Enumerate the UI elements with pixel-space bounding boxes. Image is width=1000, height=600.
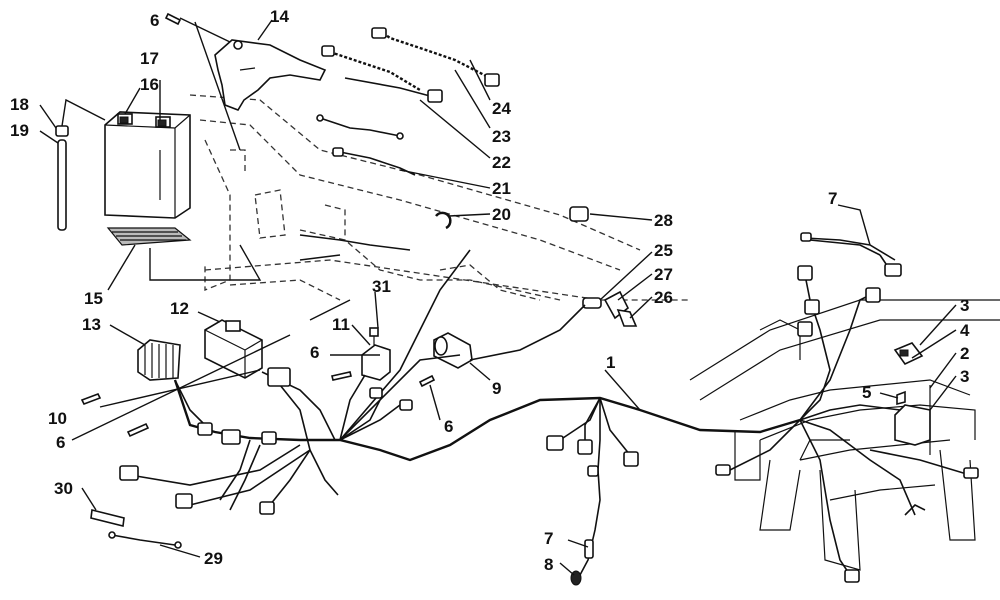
spark-plug-cap-assembly: [582, 290, 638, 327]
relay: [361, 327, 391, 381]
battery-vent-tube: [55, 98, 106, 231]
cdi-unit: [204, 319, 263, 379]
ignition-coil: [433, 332, 473, 369]
callout-10: 10: [48, 409, 67, 428]
callout-6-cdi: 6: [56, 433, 65, 452]
callout-25: 25: [654, 241, 673, 260]
callout-21: 21: [492, 179, 511, 198]
callout-22: 22: [492, 153, 511, 172]
callout-12: 12: [170, 299, 189, 318]
callout-17: 17: [140, 49, 159, 68]
callout-15: 15: [84, 289, 103, 308]
leader-lines: [39, 17, 957, 576]
callout-3-top: 3: [960, 296, 969, 315]
callout-6-coil: 6: [444, 417, 453, 436]
callout-20: 20: [492, 205, 511, 224]
vehicle-frame-outline: [189, 94, 690, 301]
callout-4: 4: [960, 321, 970, 340]
callout-2: 2: [960, 344, 969, 363]
harness-connectors: [119, 263, 979, 583]
battery-cables: [316, 27, 500, 176]
switch-cable-lower: [570, 539, 594, 586]
callout-6: 6: [150, 11, 159, 30]
mounting-screws: [80, 12, 436, 438]
callout-9: 9: [492, 379, 501, 398]
terminal-cap: [569, 206, 589, 222]
callout-6-relay: 6: [310, 343, 319, 362]
callout-31: 31: [372, 277, 391, 296]
callout-23: 23: [492, 127, 511, 146]
callout-28: 28: [654, 211, 673, 230]
callout-labels: 6 14 17 16 18 19 15 24 23 22 21 20 28 25…: [10, 7, 970, 574]
battery-hold-down-bracket: [214, 39, 327, 111]
callout-7-lower: 7: [544, 529, 553, 548]
callout-14: 14: [270, 7, 289, 26]
callout-11: 11: [332, 315, 350, 334]
harness-clip: [435, 211, 452, 230]
callout-1: 1: [606, 353, 615, 372]
callout-16: 16: [140, 75, 159, 94]
callout-30: 30: [54, 479, 73, 498]
callout-5: 5: [862, 383, 871, 402]
callout-26: 26: [654, 288, 673, 307]
callout-3-bottom: 3: [960, 367, 969, 386]
main-wiring-harness: [129, 234, 971, 576]
battery: [104, 111, 191, 219]
callout-8: 8: [544, 555, 553, 574]
switch-bracket: [893, 342, 931, 455]
callout-24: 24: [492, 99, 511, 118]
battery-pad: [106, 227, 192, 246]
callout-19: 19: [10, 121, 29, 140]
loose-parts: [90, 509, 182, 549]
switch-cable-upper: [800, 232, 896, 261]
voltage-regulator: [137, 339, 181, 381]
callout-13: 13: [82, 315, 101, 334]
callout-29: 29: [204, 549, 223, 568]
callout-7-upper: 7: [828, 189, 837, 208]
callout-27: 27: [654, 265, 673, 284]
callout-18: 18: [10, 95, 29, 114]
